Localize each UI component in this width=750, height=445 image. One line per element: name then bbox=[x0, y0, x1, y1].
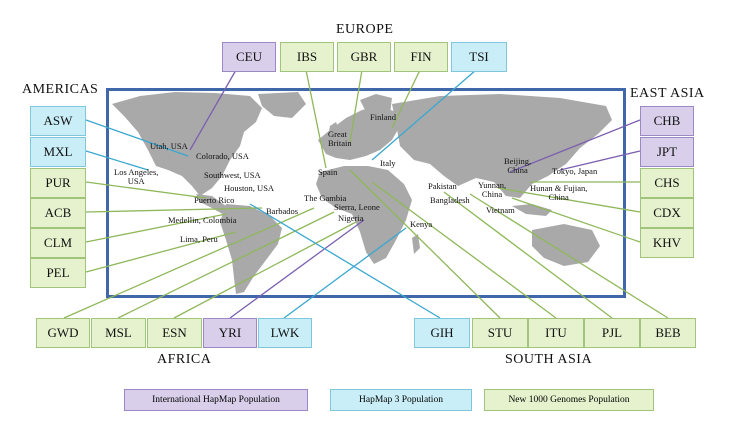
place-pakistan: Pakistan bbox=[428, 181, 457, 191]
place-spain: Spain bbox=[318, 167, 338, 177]
pop-yri: YRI bbox=[203, 318, 257, 348]
place-sierra-leone: Sierra, Leone bbox=[334, 202, 380, 212]
pop-gih: GIH bbox=[414, 318, 470, 348]
legend-hapmap3: HapMap 3 Population bbox=[330, 389, 472, 411]
place-gambia: The Gambia bbox=[304, 193, 347, 203]
place-southwest: Southwest, USA bbox=[204, 170, 261, 180]
pop-itu: ITU bbox=[528, 318, 584, 348]
place-medellin: Medellin, Colombia bbox=[168, 215, 237, 225]
pop-lwk: LWK bbox=[258, 318, 312, 348]
pop-stu: STU bbox=[472, 318, 528, 348]
region-africa: AFRICA bbox=[157, 352, 212, 367]
connector-lines bbox=[63, 69, 669, 319]
place-bangladesh: Bangladesh bbox=[430, 195, 470, 205]
place-los-angeles: Los Angeles, USA bbox=[114, 167, 159, 186]
place-beijing: Beijing, China bbox=[504, 156, 532, 175]
place-puerto-rico: Puerto Rico bbox=[194, 195, 235, 205]
pop-acb: ACB bbox=[30, 198, 86, 228]
place-lima: Lima, Peru bbox=[180, 234, 218, 244]
place-kenya: Kenya bbox=[410, 219, 433, 229]
pop-khv: KHV bbox=[640, 228, 694, 258]
pop-ibs: IBS bbox=[280, 42, 334, 72]
pop-msl: MSL bbox=[91, 318, 146, 348]
region-south-asia: SOUTH ASIA bbox=[505, 352, 593, 367]
pop-clm: CLM bbox=[30, 228, 86, 258]
legend-new-1000-genomes: New 1000 Genomes Population bbox=[484, 389, 654, 411]
pop-cdx: CDX bbox=[640, 198, 694, 228]
place-great-britain: Great Britain bbox=[328, 129, 352, 148]
region-americas: AMERICAS bbox=[22, 82, 99, 97]
pop-tsi: TSI bbox=[451, 42, 507, 72]
place-nigeria: Nigeria bbox=[338, 213, 364, 223]
pop-chs: CHS bbox=[640, 168, 694, 198]
place-utah: Utah, USA bbox=[150, 141, 188, 151]
pop-ceu: CEU bbox=[222, 42, 276, 72]
pop-gwd: GWD bbox=[36, 318, 90, 348]
place-italy: Italy bbox=[380, 158, 396, 168]
pop-esn: ESN bbox=[147, 318, 202, 348]
region-europe: EUROPE bbox=[336, 22, 394, 37]
place-finland: Finland bbox=[370, 112, 396, 122]
world-map-land bbox=[112, 92, 612, 294]
pop-chb: CHB bbox=[640, 106, 694, 136]
pop-pur: PUR bbox=[30, 168, 86, 198]
legend-international-hapmap: International HapMap Population bbox=[124, 389, 308, 411]
pop-fin: FIN bbox=[394, 42, 448, 72]
pop-jpt: JPT bbox=[640, 137, 694, 167]
pop-asw: ASW bbox=[30, 106, 86, 136]
place-barbados: Barbados bbox=[266, 206, 299, 216]
region-east-asia: EAST ASIA bbox=[630, 86, 705, 101]
place-vietnam: Vietnam bbox=[486, 205, 515, 215]
pop-pel: PEL bbox=[30, 258, 86, 288]
place-colorado: Colorado, USA bbox=[196, 151, 249, 161]
pop-gbr: GBR bbox=[337, 42, 391, 72]
place-tokyo: Tokyo, Japan bbox=[552, 166, 598, 176]
place-yunnan: Yunnan, China bbox=[478, 180, 507, 199]
place-houston: Houston, USA bbox=[224, 183, 275, 193]
pop-beb: BEB bbox=[640, 318, 696, 348]
pop-pjl: PJL bbox=[584, 318, 640, 348]
pop-mxl: MXL bbox=[30, 137, 86, 167]
place-hunan-fujian: Hunan & Fujian, China bbox=[530, 183, 588, 202]
